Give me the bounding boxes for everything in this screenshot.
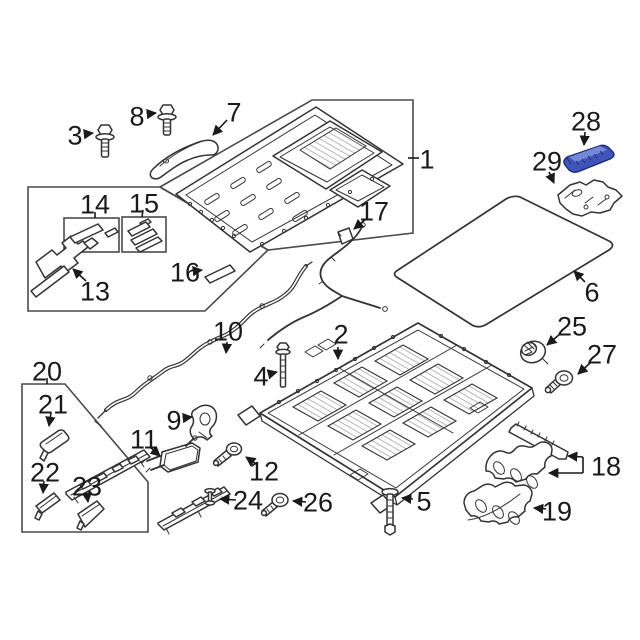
callout-18: 18 bbox=[591, 452, 621, 482]
callout-14: 14 bbox=[80, 190, 110, 220]
callout-13: 13 bbox=[80, 277, 110, 307]
part-24-rail bbox=[157, 486, 231, 535]
callout-12: 12 bbox=[249, 457, 279, 487]
part-22-clip bbox=[34, 492, 61, 521]
group-box-14 bbox=[63, 217, 120, 253]
callout-28: 28 bbox=[571, 107, 601, 137]
callout-29: 29 bbox=[532, 147, 562, 177]
callout-26: 26 bbox=[303, 488, 333, 518]
callout-16: 16 bbox=[170, 258, 200, 288]
leader-13 bbox=[72, 268, 87, 282]
part-3-bolt bbox=[95, 124, 115, 158]
wiring-harness bbox=[259, 222, 388, 349]
leader-19 bbox=[532, 503, 547, 514]
part-5-bolt bbox=[381, 487, 399, 536]
part-26-pin bbox=[260, 492, 289, 517]
part-16-pad bbox=[204, 264, 236, 284]
part-23-clip bbox=[76, 500, 105, 531]
callout-11: 11 bbox=[130, 425, 158, 455]
callout-10: 10 bbox=[213, 317, 243, 347]
callout-27: 27 bbox=[587, 340, 617, 370]
leader-5 bbox=[400, 493, 414, 505]
callout-4: 4 bbox=[253, 362, 268, 392]
leader-29 bbox=[545, 171, 555, 184]
leader-9 bbox=[182, 412, 194, 424]
leader-15 bbox=[141, 209, 144, 218]
callout-2: 2 bbox=[333, 320, 348, 350]
callout-22: 22 bbox=[30, 458, 60, 488]
battery-tray-assembly bbox=[237, 322, 535, 514]
leader-16 bbox=[192, 266, 204, 277]
part-14-pads bbox=[69, 223, 119, 250]
part-12-pin bbox=[212, 442, 243, 467]
callout-7: 7 bbox=[226, 98, 241, 128]
callout-9: 9 bbox=[166, 406, 181, 436]
part-8-bolt bbox=[157, 104, 177, 136]
leader-28 bbox=[579, 131, 590, 147]
callout-1: 1 bbox=[419, 145, 434, 175]
callout-17: 17 bbox=[359, 197, 389, 227]
part-7-bracket bbox=[149, 139, 219, 180]
part-25-grommet bbox=[519, 340, 549, 365]
part-1-battery-cover bbox=[175, 106, 404, 253]
leader-17 bbox=[353, 218, 367, 230]
part-28-highlighted-cover bbox=[563, 144, 615, 173]
part-6-mat bbox=[393, 195, 614, 328]
callout-21: 21 bbox=[38, 390, 68, 420]
part-15-pads bbox=[127, 218, 163, 253]
part-29-bracket bbox=[557, 179, 623, 217]
part-11-connector bbox=[141, 435, 201, 473]
callout-3: 3 bbox=[67, 121, 82, 151]
part-4-bolt bbox=[275, 342, 291, 388]
leader-3 bbox=[83, 129, 95, 140]
callout-20: 20 bbox=[32, 357, 62, 387]
part-27-pin bbox=[544, 370, 574, 394]
callout-23: 23 bbox=[72, 472, 102, 502]
leader-27 bbox=[577, 362, 591, 375]
callout-19: 19 bbox=[542, 497, 572, 527]
callout-8: 8 bbox=[129, 102, 144, 132]
group-box-20 bbox=[21, 383, 149, 533]
part-18-bracket bbox=[485, 441, 553, 489]
part-10-tube bbox=[94, 261, 313, 427]
leader-24 bbox=[218, 494, 237, 505]
leader-12 bbox=[245, 456, 257, 467]
callout-25: 25 bbox=[557, 312, 587, 342]
part-18-strip bbox=[508, 421, 569, 460]
leader-10 bbox=[221, 341, 233, 355]
leader-6 bbox=[573, 270, 586, 283]
leader-11 bbox=[149, 445, 161, 457]
group-box-pads bbox=[27, 186, 270, 312]
callout-6: 6 bbox=[584, 278, 599, 308]
leader-22 bbox=[38, 480, 49, 495]
leader-7 bbox=[212, 119, 228, 136]
part-9-clip bbox=[189, 404, 218, 441]
part-21-clip bbox=[39, 429, 70, 462]
leader-23 bbox=[81, 492, 92, 504]
callout-5: 5 bbox=[416, 487, 431, 517]
callout-24: 24 bbox=[233, 486, 263, 516]
leader-4 bbox=[266, 369, 279, 380]
callout-15: 15 bbox=[129, 189, 159, 219]
part-13-pad bbox=[30, 235, 89, 298]
leader-18 bbox=[566, 451, 584, 462]
part-20-rail bbox=[65, 449, 151, 504]
leader-21 bbox=[45, 412, 56, 428]
group-box-15 bbox=[121, 216, 167, 253]
leader-8 bbox=[146, 108, 158, 120]
leader-25 bbox=[546, 333, 561, 346]
leader-26 bbox=[291, 496, 307, 507]
part-19-bracket bbox=[463, 481, 533, 525]
